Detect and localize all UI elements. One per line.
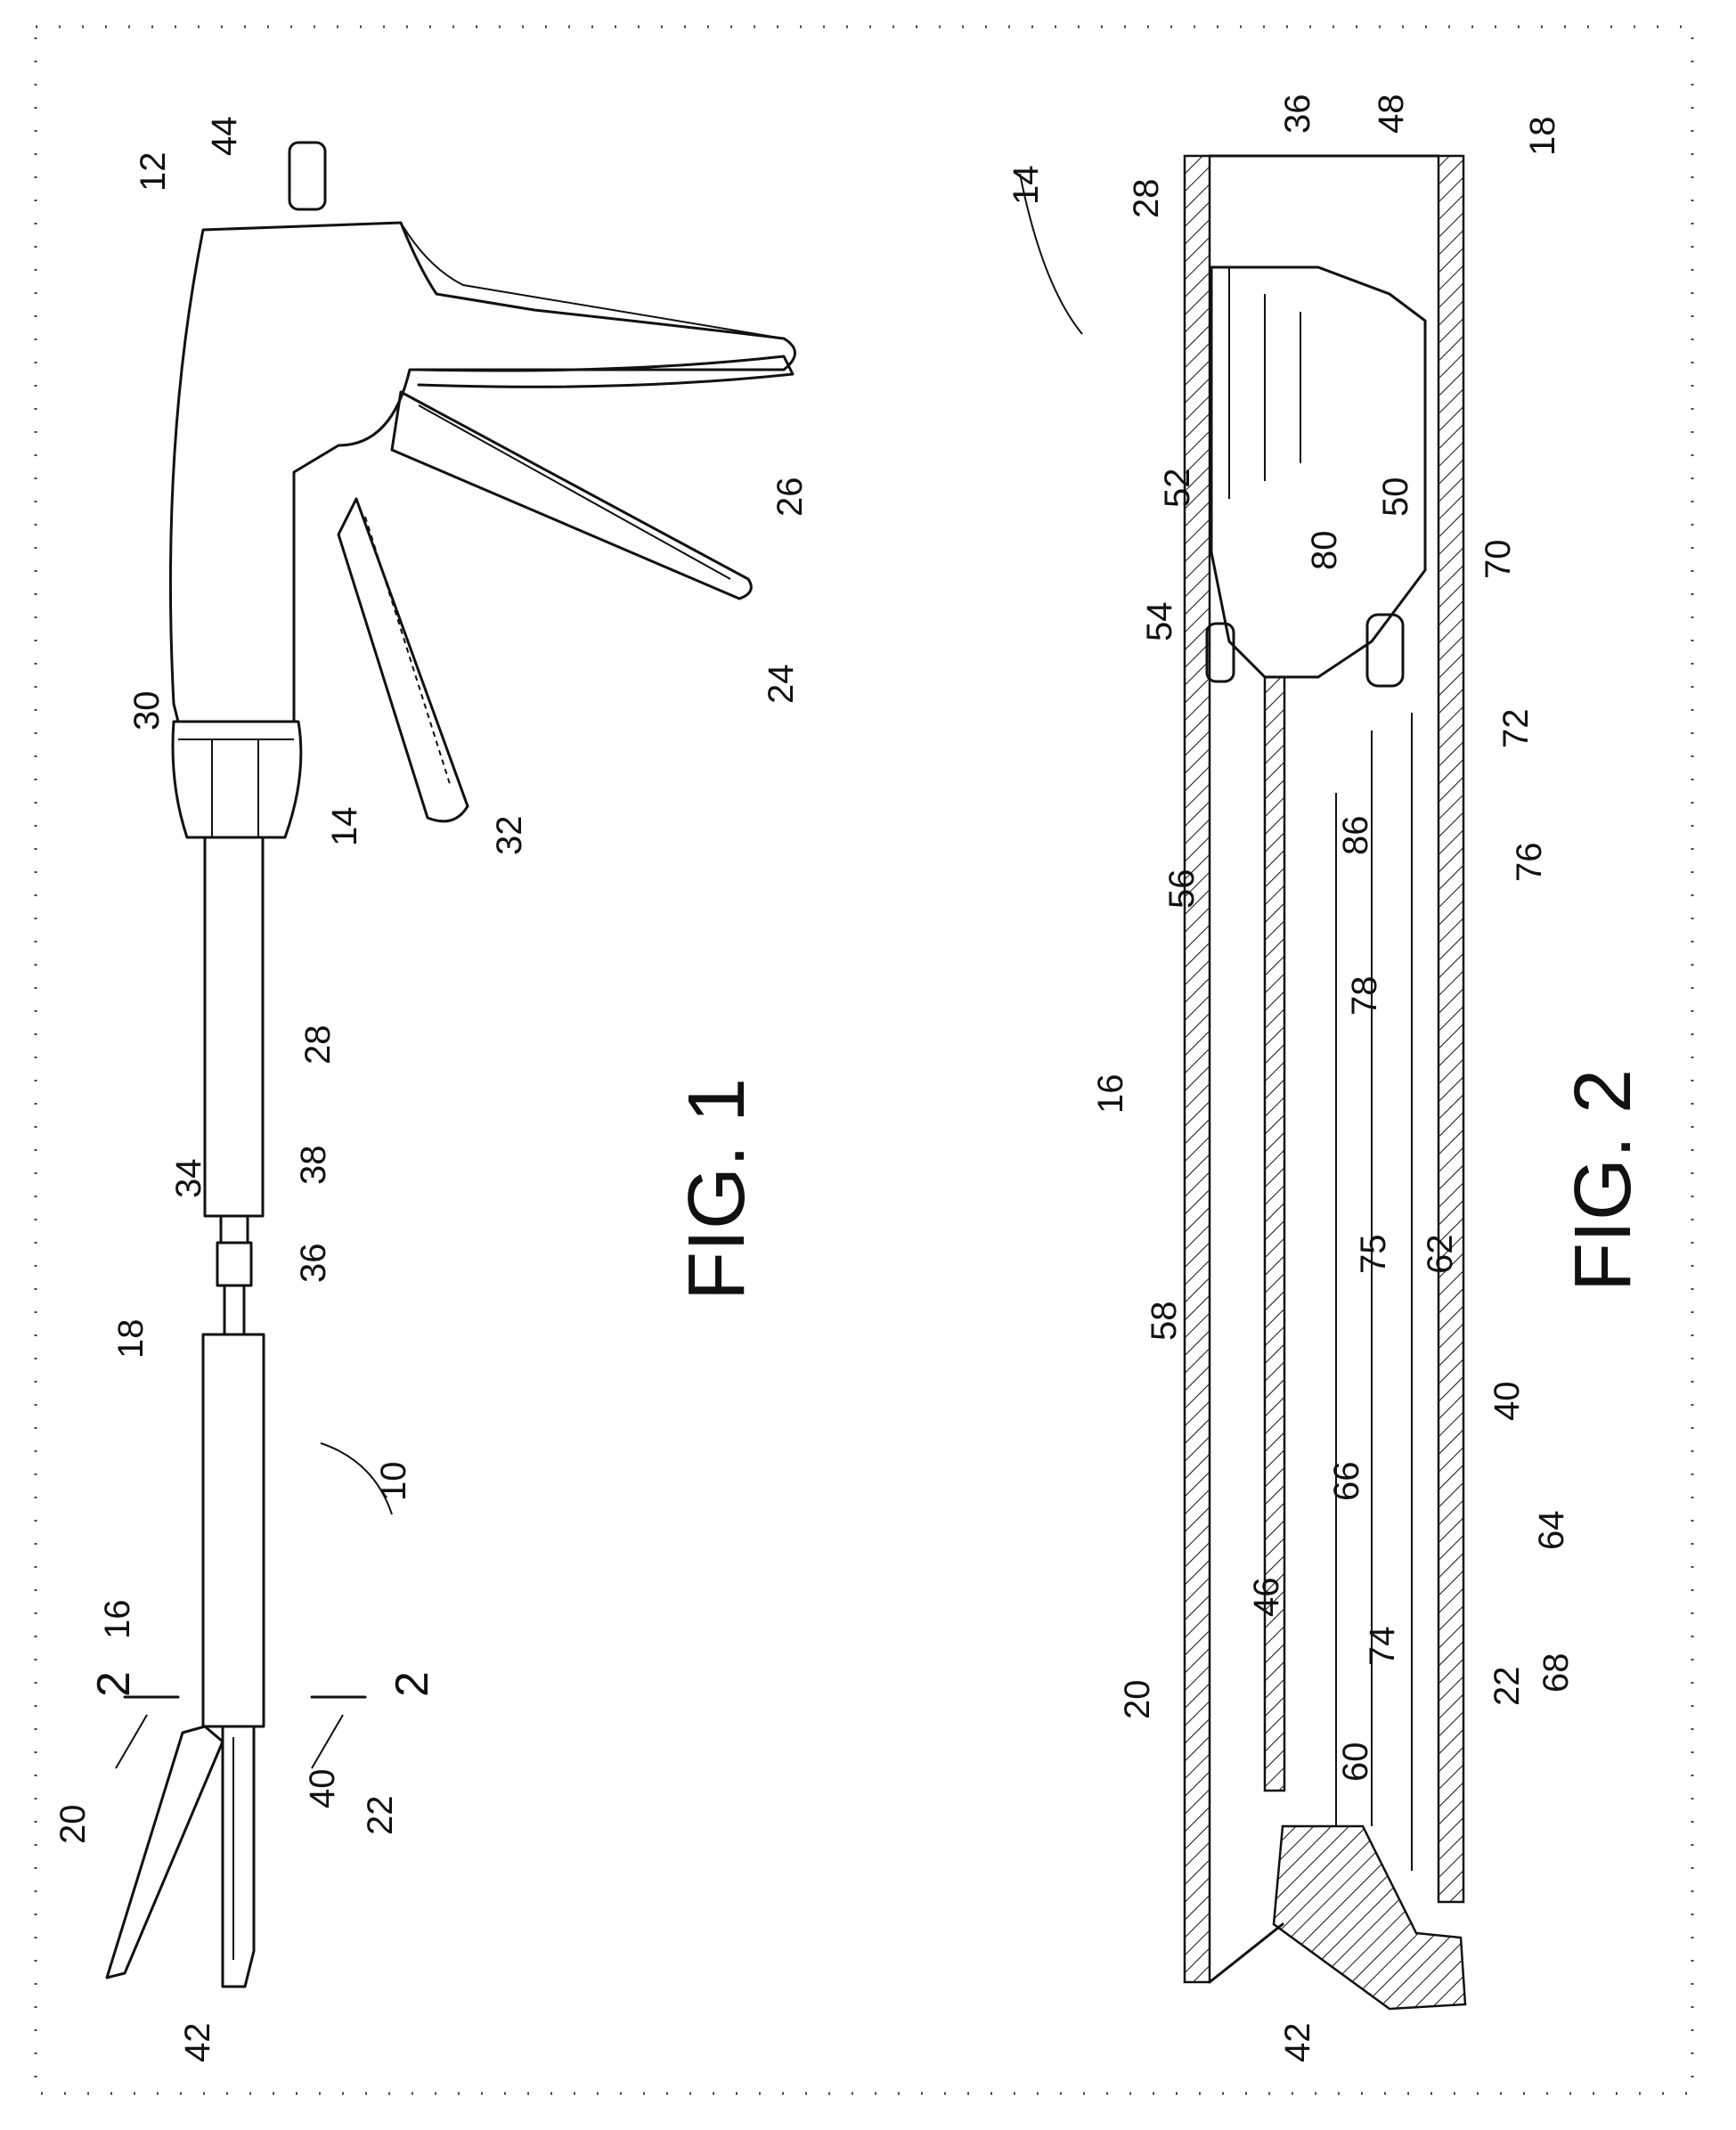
- label-40-fig1: 40: [303, 1769, 342, 1809]
- label-56: 56: [1162, 869, 1202, 910]
- label-28-fig1: 28: [298, 1025, 338, 1065]
- label-86: 86: [1336, 816, 1375, 856]
- label-22-fig1: 22: [361, 1796, 400, 1836]
- shaft-18: [203, 1334, 264, 1726]
- label-22-fig2: 22: [1487, 1667, 1527, 1707]
- label-16-fig2: 16: [1091, 1074, 1130, 1114]
- jaw-taper: [1210, 1924, 1283, 1982]
- label-46: 46: [1247, 1578, 1286, 1618]
- label-section-2-left: 2: [88, 1671, 140, 1697]
- label-10: 10: [374, 1462, 413, 1502]
- coupling-38: [221, 1216, 248, 1243]
- section-arrow-left: [116, 1715, 147, 1768]
- label-38: 38: [294, 1146, 333, 1186]
- label-12: 12: [134, 152, 173, 192]
- label-14-fig2: 14: [1007, 166, 1046, 206]
- label-30: 30: [127, 691, 167, 731]
- label-70: 70: [1479, 540, 1518, 580]
- handle-housing: [170, 223, 795, 722]
- label-75: 75: [1354, 1235, 1393, 1275]
- label-28-fig2: 28: [1127, 179, 1166, 219]
- label-54: 54: [1140, 602, 1179, 642]
- label-64: 64: [1532, 1511, 1571, 1551]
- label-62: 62: [1421, 1235, 1460, 1275]
- label-20-fig1: 20: [53, 1805, 93, 1845]
- label-20-fig2: 20: [1118, 1680, 1157, 1720]
- label-68: 68: [1536, 1653, 1576, 1693]
- spring-coil: [365, 517, 450, 784]
- lever-32: [338, 499, 468, 821]
- label-36-fig2: 36: [1278, 94, 1317, 135]
- label-78: 78: [1345, 976, 1384, 1016]
- trigger-inner-line: [419, 405, 730, 579]
- label-60: 60: [1336, 1742, 1375, 1783]
- label-32: 32: [490, 816, 529, 856]
- label-24: 24: [762, 665, 801, 705]
- label-42-fig1: 42: [178, 2023, 217, 2063]
- fig1-stapler-view: [107, 143, 795, 1987]
- label-42-fig2: 42: [1278, 2023, 1317, 2063]
- coupling-34: [217, 1243, 251, 1285]
- label-26: 26: [770, 477, 810, 518]
- fig1-caption: FIG. 1: [672, 1078, 762, 1301]
- label-36-fig1: 36: [294, 1244, 333, 1284]
- outer-tube-bottom-wall: [1439, 156, 1463, 1902]
- handle-top-edge: [401, 223, 784, 339]
- label-72: 72: [1496, 709, 1536, 749]
- label-34: 34: [169, 1159, 208, 1199]
- label-18-fig2: 18: [1523, 117, 1562, 157]
- label-76: 76: [1510, 843, 1549, 883]
- label-section-2-right: 2: [387, 1671, 438, 1697]
- anvil-nose-42: [1274, 1826, 1465, 2009]
- label-44: 44: [205, 117, 244, 157]
- fig2-caption: FIG. 2: [1559, 1069, 1648, 1292]
- coupling-36: [224, 1285, 244, 1334]
- fig2-section-view: [1020, 156, 1465, 2009]
- shaft-28: [205, 837, 263, 1216]
- label-74: 74: [1363, 1627, 1402, 1667]
- inner-channel-66: [1265, 677, 1284, 1791]
- jaw-22-cartridge: [223, 1726, 254, 1987]
- jaw-20-anvil: [107, 1726, 223, 1978]
- trigger-24: [392, 392, 751, 599]
- label-18-fig1: 18: [111, 1319, 151, 1359]
- button-44: [289, 143, 325, 209]
- label-48: 48: [1372, 94, 1411, 135]
- label-66: 66: [1327, 1462, 1366, 1502]
- label-14-fig1: 14: [325, 807, 364, 847]
- label-58: 58: [1145, 1302, 1184, 1342]
- label-16-fig1: 16: [98, 1600, 137, 1640]
- label-52: 52: [1158, 469, 1197, 509]
- section-arrow-right: [312, 1715, 343, 1768]
- label-80: 80: [1305, 531, 1344, 571]
- label-40-fig2: 40: [1487, 1382, 1527, 1422]
- outer-tube-top-wall: [1185, 156, 1210, 1982]
- stationary-grip: [419, 356, 793, 387]
- label-50: 50: [1376, 477, 1415, 518]
